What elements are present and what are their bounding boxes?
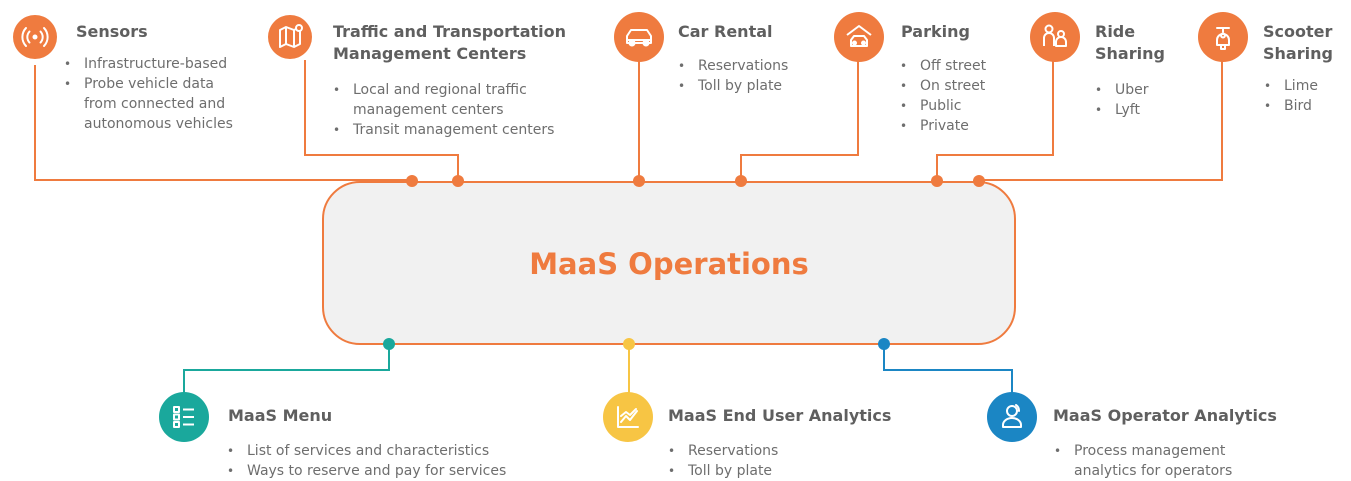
title-menu: MaaS Menu	[228, 406, 333, 425]
bullet-line: from connected and	[84, 96, 226, 112]
bullet-item: Lime	[1262, 76, 1318, 96]
connector-scooter	[979, 60, 1223, 181]
scooter-icon	[1198, 12, 1248, 62]
bullet-item: Private	[898, 116, 986, 136]
bullet-item: Transit management centers	[331, 120, 554, 140]
connector-traffic	[304, 60, 459, 180]
bullet-item: Lyft	[1093, 100, 1149, 120]
bullet-line: Process management	[1074, 443, 1226, 459]
bullets-ride-sharing: Uber Lyft	[1093, 80, 1149, 120]
connector-menu	[183, 344, 390, 395]
bullet-item: Infrastructure-based	[62, 54, 233, 74]
wireless-signal-icon	[13, 15, 57, 59]
bullet-item: Process management analytics for operator…	[1052, 441, 1232, 481]
bullets-traffic: Local and regional traffic management cen…	[331, 80, 554, 140]
bullet-line: Probe vehicle data	[84, 76, 215, 92]
bullet-item: List of services and characteristics	[225, 441, 506, 461]
car-icon	[614, 12, 664, 62]
line-chart-icon	[603, 392, 653, 442]
bullet-line: autonomous vehicles	[84, 116, 233, 132]
central-title: MaaS Operations	[529, 247, 809, 281]
title-ride-sharing: Ride Sharing	[1095, 22, 1165, 63]
title-scooter: Scooter Sharing	[1263, 22, 1333, 63]
bullet-item: Uber	[1093, 80, 1149, 100]
title-sensors: Sensors	[76, 22, 148, 41]
bullet-item: Toll by plate	[676, 76, 788, 96]
bullet-item: On street	[898, 76, 986, 96]
bullet-item: Toll by plate	[666, 461, 778, 481]
map-pin-icon	[268, 15, 312, 59]
bullet-item: Reservations	[676, 56, 788, 76]
title-car-rental: Car Rental	[678, 22, 773, 41]
title-operator: MaaS Operator Analytics	[1053, 406, 1277, 425]
bullets-menu: List of services and characteristics Way…	[225, 441, 506, 481]
checklist-icon	[159, 392, 209, 442]
bullet-item: Reservations	[666, 441, 778, 461]
operator-person-icon	[987, 392, 1037, 442]
bullets-parking: Off street On street Public Private	[898, 56, 986, 136]
garage-car-icon	[834, 12, 884, 62]
maas-operations-box: MaaS Operations	[322, 181, 1016, 345]
bullet-item: Probe vehicle data from connected and auto…	[62, 74, 233, 134]
bullets-scooter: Lime Bird	[1262, 76, 1318, 116]
title-traffic: Traffic and Transportation Management Ce…	[333, 22, 567, 63]
bullet-line: analytics for operators	[1074, 463, 1233, 479]
bullets-car-rental: Reservations Toll by plate	[676, 56, 788, 96]
connector-sensors	[34, 65, 412, 181]
bullets-end-user: Reservations Toll by plate	[666, 441, 778, 481]
connector-parking	[740, 60, 859, 180]
bullets-operator: Process management analytics for operator…	[1052, 441, 1232, 481]
connector-ride-sharing	[936, 60, 1054, 180]
bullet-line: management centers	[353, 102, 504, 118]
bullet-item: Bird	[1262, 96, 1318, 116]
people-icon	[1030, 12, 1080, 62]
title-end-user: MaaS End User Analytics	[668, 406, 892, 425]
bullets-sensors: Infrastructure-based Probe vehicle data f…	[62, 54, 233, 134]
bullet-item: Local and regional traffic management cen…	[331, 80, 554, 120]
bullet-item: Public	[898, 96, 986, 116]
bullet-item: Ways to reserve and pay for services	[225, 461, 506, 481]
connector-operator	[883, 344, 1013, 395]
bullet-line: Local and regional traffic	[353, 82, 527, 98]
bullet-item: Off street	[898, 56, 986, 76]
title-parking: Parking	[901, 22, 970, 41]
